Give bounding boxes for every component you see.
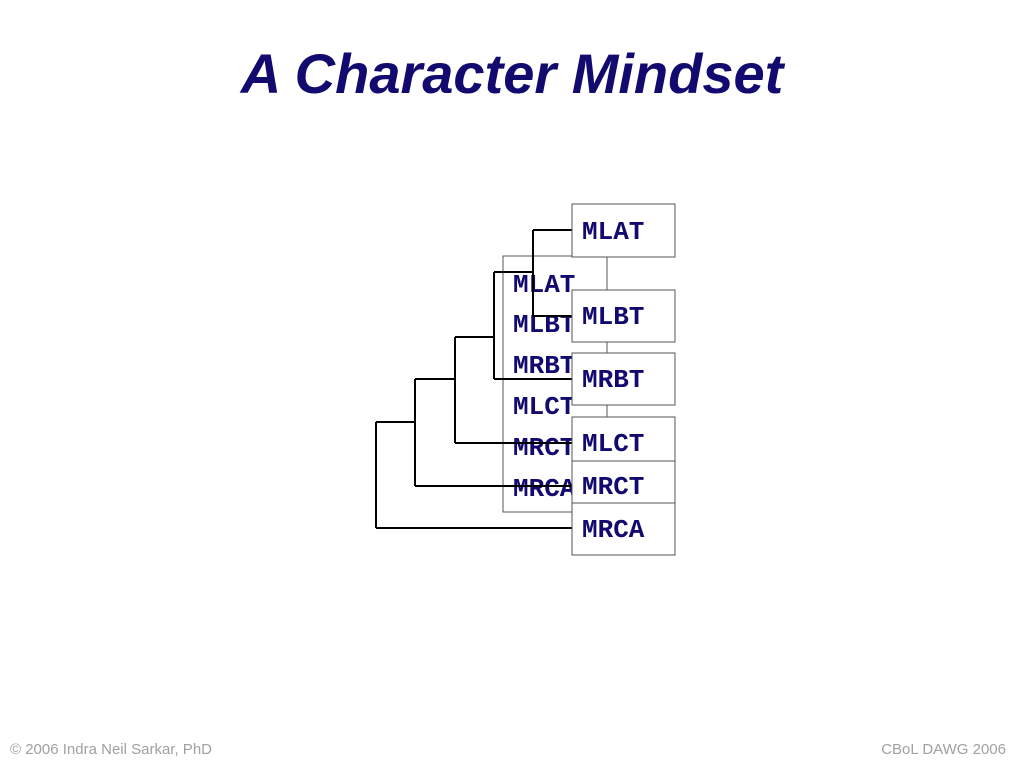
tree-branches xyxy=(375,229,572,529)
leaf-label: MLBT xyxy=(582,302,644,332)
slide-title: A Character Mindset xyxy=(240,42,784,105)
stacked-label: MLAT xyxy=(513,270,575,300)
leaf-box xyxy=(571,289,676,343)
leaf-node: MRCT xyxy=(571,460,676,507)
stacked-label: MLCT xyxy=(513,392,575,422)
leaf-label: MRBT xyxy=(582,365,644,395)
leaf-node: MLAT xyxy=(571,203,676,258)
stacked-label: MRCT xyxy=(513,433,575,463)
footer-copyright: © 2006 Indra Neil Sarkar, PhD xyxy=(10,741,212,758)
leaf-label: MRCT xyxy=(582,472,644,502)
leaf-node: MRCA xyxy=(571,502,676,556)
leaf-node: MLBT xyxy=(571,289,676,343)
footer-event: CBoL DAWG 2006 xyxy=(881,741,1006,758)
leaf-label: MLAT xyxy=(582,217,644,247)
leaf-box xyxy=(571,203,676,258)
leaf-node: MRBT xyxy=(571,352,676,406)
leaf-box xyxy=(571,502,676,556)
stacked-label: MLBT xyxy=(513,310,575,340)
leaf-box xyxy=(571,416,676,470)
leaf-label: MLCT xyxy=(582,429,644,459)
leaf-label: MRCA xyxy=(582,515,645,545)
stacked-label: MRBT xyxy=(513,351,575,381)
leaf-node: MLCT xyxy=(571,416,676,470)
stacked-label: MRCA xyxy=(513,474,576,504)
leaf-box xyxy=(571,352,676,406)
